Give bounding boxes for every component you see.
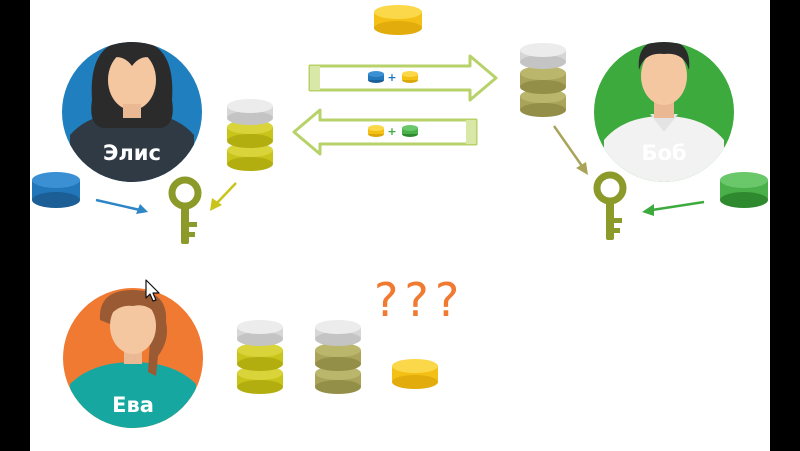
eve-avatar: Ева <box>63 288 203 428</box>
diagram-canvas: Элис Боб Ева <box>30 0 770 451</box>
question-marks: ??? <box>374 273 465 327</box>
bob-shirt <box>604 116 724 182</box>
eve-shirt <box>70 362 196 428</box>
green-paint-token <box>402 125 418 137</box>
eve-observed-stack-olive <box>315 320 361 394</box>
key-exchange-diagram: Элис Боб Ева <box>32 5 768 428</box>
arrow-green-to-bob-key <box>642 200 705 216</box>
gold-paint-token <box>402 71 418 83</box>
plus-sign-2: + <box>387 125 396 138</box>
plus-sign: + <box>387 71 396 84</box>
bob-mix-stack <box>520 43 566 117</box>
arrow-blue-to-alice-key <box>95 198 148 214</box>
gold-paint-token-2 <box>368 125 384 137</box>
bob-hair <box>638 42 690 70</box>
bob-secret-green-paint <box>720 172 768 208</box>
alice-avatar: Элис <box>62 42 202 182</box>
alice-shoulders <box>70 112 194 182</box>
alice-face <box>108 50 156 110</box>
eve-observed-gold-paint <box>392 359 438 389</box>
eve-name: Ева <box>112 393 154 417</box>
alice-key-icon <box>168 176 202 244</box>
alice-secret-blue-paint <box>32 172 80 208</box>
bob-name: Боб <box>641 141 686 165</box>
eve-face <box>110 298 156 354</box>
arrow-stack-to-alice-key <box>210 182 237 211</box>
alice-name: Элис <box>103 141 161 165</box>
public-gold-paint <box>374 5 422 35</box>
mouse-cursor-icon <box>145 279 160 302</box>
exchange-arrow-to-alice: + <box>292 108 478 156</box>
bob-face <box>641 47 687 105</box>
eve-observed-stack-yellow-green <box>237 320 283 394</box>
alice-mix-stack <box>227 99 273 171</box>
blue-paint-token <box>368 71 384 83</box>
bob-avatar: Боб <box>594 42 734 182</box>
exchange-arrow-to-bob: + <box>308 54 498 102</box>
bob-key-icon <box>593 171 627 240</box>
arrow-stack-to-bob-key <box>552 125 588 175</box>
